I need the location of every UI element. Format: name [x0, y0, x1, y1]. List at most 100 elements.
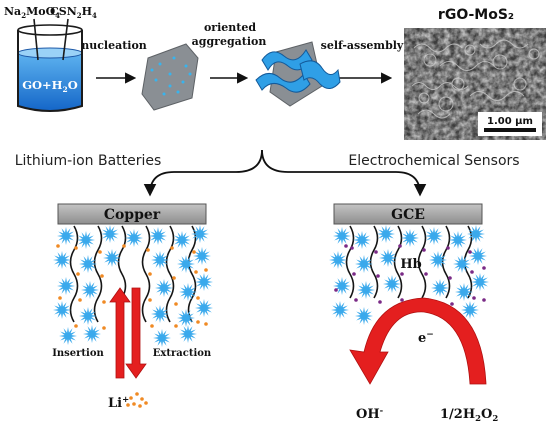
hemoglobin-dot — [470, 270, 474, 274]
reagent-sodium-molybdate: Na2MoO4 — [4, 5, 60, 20]
mos2-flower — [151, 251, 169, 269]
li-ion-dot — [102, 300, 106, 304]
mos2-flower — [469, 247, 487, 265]
hemoglobin-dot — [354, 298, 358, 302]
mos2-flower — [191, 225, 209, 243]
hemoglobin-dot — [352, 272, 356, 276]
hemoglobin-dot — [446, 246, 450, 250]
hemoglobin-dot — [424, 272, 428, 276]
product-title: rGO-MoS₂ — [438, 7, 514, 23]
li-ion-dot — [150, 324, 154, 328]
reagent-thiourea: CSN2H4 — [50, 5, 97, 20]
application-lithium-batteries: Lithium-ion Batteries — [15, 153, 162, 169]
li-ion-dot — [74, 246, 78, 250]
li-ion-dot — [146, 248, 150, 252]
mos2-flower — [53, 301, 71, 319]
battery-panel: Copper Insertion Extraction Li+ — [52, 203, 213, 411]
beaker-liquid-surface — [17, 47, 83, 59]
step-aggregation-label: aggregation — [192, 35, 267, 48]
mos2-flower — [77, 231, 95, 249]
mos2-flower — [425, 227, 443, 245]
mos2-flower — [155, 279, 173, 297]
li-ion-dot — [196, 320, 200, 324]
gce-electrode — [333, 203, 483, 225]
mos2-flower — [79, 307, 97, 325]
copper-electrode — [57, 203, 207, 225]
beaker-rim — [17, 24, 83, 36]
battery-li-ions — [56, 244, 208, 330]
insertion-arrow[interactable] — [109, 287, 131, 379]
mos2-flower — [53, 251, 71, 269]
hemoglobin-dot — [448, 276, 452, 280]
mos2-flower — [173, 231, 191, 249]
li-ion-dot — [174, 324, 178, 328]
li-ion-dot — [172, 276, 176, 280]
branching-brace — [143, 149, 427, 197]
mos2-wavy-sheet-right — [299, 60, 341, 89]
lithium-ion-label: Li+ — [108, 395, 129, 411]
mos2-flower — [355, 307, 373, 325]
hemoglobin-dot — [400, 298, 404, 302]
hemoglobin-dot — [350, 246, 354, 250]
hemoglobin-dot — [376, 274, 380, 278]
li-ion-dot — [204, 268, 208, 272]
extraction-arrow[interactable] — [125, 287, 147, 379]
mos2-flower — [151, 305, 169, 323]
application-electrochemical-sensors: Electrochemical Sensors — [348, 153, 519, 169]
sem-flower-clusters — [411, 39, 540, 119]
li-ion-dot — [74, 324, 78, 328]
mos2-flower — [195, 299, 213, 317]
graphene-oxide-flake — [141, 43, 199, 111]
copper-electrode-label: Copper — [104, 207, 161, 223]
hydroxide-label: OH- — [356, 406, 384, 422]
beaker-solution-label: GO+H2O — [22, 78, 78, 94]
hemoglobin-dot — [378, 300, 382, 304]
battery-mos2-flowers — [53, 225, 213, 347]
mos2-flower — [461, 301, 479, 319]
hemoglobin-dot — [398, 244, 402, 248]
sensor-hemoglobin-dots — [334, 244, 486, 306]
mos2-flower — [353, 231, 371, 249]
hemoglobin-dot — [400, 272, 404, 276]
hemoglobin-dot — [344, 244, 348, 248]
hemoglobin-dot — [468, 250, 472, 254]
sensor-mos2-flowers — [329, 225, 489, 325]
mos2-flower — [101, 225, 119, 243]
extraction-label: Extraction — [153, 348, 212, 359]
step-self-assembly-label: self-assembly — [321, 39, 404, 52]
li-ion-dot — [100, 274, 104, 278]
mos2-flower — [383, 275, 401, 293]
hemoglobin-dot — [422, 248, 426, 252]
hemoglobin-dot — [472, 296, 476, 300]
mos2-flower — [467, 225, 485, 243]
mos2-flower — [79, 255, 97, 273]
beaker: GO+H2O — [17, 18, 83, 112]
mos2-wavy-sheet-top — [261, 49, 313, 71]
li-ion-dot — [76, 272, 80, 276]
li-ion-dot — [102, 326, 106, 330]
free-li-ions — [126, 392, 148, 408]
mos2-flower — [125, 229, 143, 247]
hemoglobin-dot — [450, 302, 454, 306]
mos2-flower — [429, 251, 447, 269]
mos2-flower — [195, 273, 213, 291]
electron-label: e− — [418, 330, 434, 346]
mos2-flower — [431, 279, 449, 297]
step-oriented-label: oriented — [204, 21, 256, 34]
mos2-flower — [179, 283, 197, 301]
mos2-flower — [193, 247, 211, 265]
mos2-flower — [333, 227, 351, 245]
electron-transfer-arrow[interactable] — [349, 297, 487, 385]
hemoglobin-dot — [482, 298, 486, 302]
hemoglobin-dot — [334, 288, 338, 292]
mos2-flower — [59, 327, 77, 345]
mos2-flower — [329, 251, 347, 269]
li-ion-dot — [192, 250, 196, 254]
brace-left-curve — [143, 149, 263, 197]
li-ion-dot — [174, 302, 178, 306]
mos2-flower — [149, 227, 167, 245]
li-ion-dot — [170, 246, 174, 250]
hemoglobin-label: Hb — [400, 257, 421, 272]
mos2-flower — [377, 225, 395, 243]
